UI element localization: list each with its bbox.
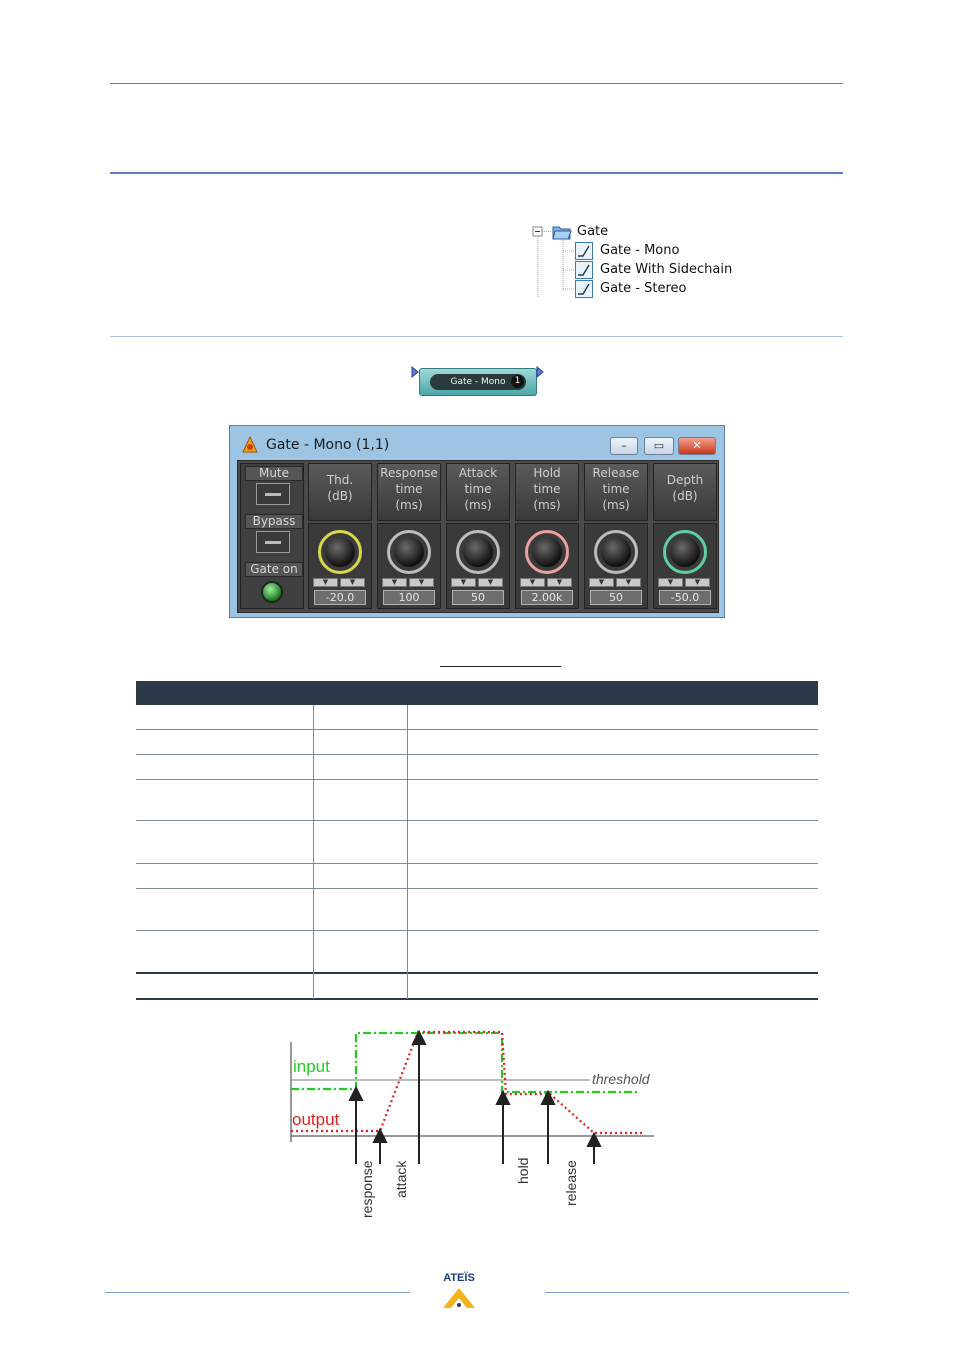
gate-on-label: Gate on xyxy=(245,562,303,577)
output-label: output xyxy=(292,1110,340,1129)
ateis-logo-icon xyxy=(443,1288,475,1308)
increment-arrow-icon[interactable]: ▼ xyxy=(685,578,710,587)
output-signal-line xyxy=(291,1030,644,1135)
input-pin-icon xyxy=(411,366,419,378)
app-logo-icon xyxy=(242,435,258,453)
gate-module-icon xyxy=(575,242,593,260)
table-row xyxy=(136,974,818,1000)
threshold-label: threshold xyxy=(592,1071,651,1087)
decrement-arrow-icon[interactable]: ▼ xyxy=(658,578,683,587)
input-label: input xyxy=(293,1057,330,1076)
decrement-arrow-icon[interactable]: ▼ xyxy=(313,578,338,587)
threshold-value[interactable]: -20.0 xyxy=(314,590,366,605)
param-label: Release time (ms) xyxy=(584,463,648,521)
component-tree: Gate Gate - Mono Gate With Sidechain Gat… xyxy=(530,222,733,302)
response-time-value[interactable]: 100 xyxy=(383,590,435,605)
table-row xyxy=(136,755,818,780)
release-time-knob[interactable] xyxy=(594,530,638,574)
table-row xyxy=(136,821,818,864)
hold-time-value[interactable]: 2.00k xyxy=(521,590,573,605)
bypass-button[interactable] xyxy=(256,531,290,553)
response-label: response xyxy=(359,1160,375,1218)
parameter-table-header xyxy=(136,681,818,705)
input-signal-line xyxy=(291,1031,640,1094)
table-row xyxy=(136,780,818,821)
param-label: Hold time (ms) xyxy=(515,463,579,521)
output-pin-icon xyxy=(536,366,544,378)
footer-logo-text: ATEÏS xyxy=(443,1272,475,1284)
tree-root-gate[interactable]: Gate xyxy=(577,224,609,239)
decrement-arrow-icon[interactable]: ▼ xyxy=(589,578,614,587)
header-rule-top xyxy=(110,83,843,84)
depth-value[interactable]: -50.0 xyxy=(659,590,711,605)
gate-module-icon xyxy=(575,280,593,298)
increment-arrow-icon[interactable]: ▼ xyxy=(478,578,503,587)
mute-button[interactable] xyxy=(256,483,290,505)
tree-item-gate-stereo[interactable]: Gate - Stereo xyxy=(600,281,687,296)
table-row xyxy=(136,730,818,755)
param-hold-time: Hold time (ms) ▼▼ 2.00k xyxy=(514,463,580,609)
caption-underline xyxy=(440,666,561,667)
param-depth: Depth (dB) ▼▼ -50.0 xyxy=(652,463,718,609)
tree-item-gate-sidechain[interactable]: Gate With Sidechain xyxy=(600,262,733,277)
attack-label: attack xyxy=(393,1160,409,1198)
release-label: release xyxy=(563,1160,579,1206)
release-time-value[interactable]: 50 xyxy=(590,590,642,605)
table-column-divider xyxy=(313,705,314,999)
mute-label: Mute xyxy=(245,466,303,481)
table-row xyxy=(136,864,818,889)
hold-label: hold xyxy=(515,1158,531,1184)
close-button[interactable]: ✕ xyxy=(678,437,716,455)
folder-icon xyxy=(552,226,572,240)
table-row xyxy=(136,889,818,931)
param-label: Thd. (dB) xyxy=(308,463,372,521)
switch-column: Mute Bypass Gate on xyxy=(240,463,304,609)
increment-arrow-icon[interactable]: ▼ xyxy=(409,578,434,587)
increment-arrow-icon[interactable]: ▼ xyxy=(547,578,572,587)
tree-lines xyxy=(532,226,574,298)
param-threshold: Thd. (dB) ▼▼ -20.0 xyxy=(307,463,373,609)
hold-time-knob[interactable] xyxy=(525,530,569,574)
block-label: Gate - Mono xyxy=(430,374,526,390)
attack-time-value[interactable]: 50 xyxy=(452,590,504,605)
table-row xyxy=(136,705,818,730)
param-label: Attack time (ms) xyxy=(446,463,510,521)
gate-module-icon xyxy=(575,261,593,279)
param-label: Response time (ms) xyxy=(377,463,441,521)
bypass-label: Bypass xyxy=(245,514,303,529)
param-response-time: Response time (ms) ▼▼ 100 xyxy=(376,463,442,609)
maximize-button[interactable]: ▭ xyxy=(644,437,674,455)
table-row xyxy=(136,931,818,974)
attack-time-knob[interactable] xyxy=(456,530,500,574)
gate-timing-diagram: input output threshold response attack h… xyxy=(290,1029,654,1218)
section-rule xyxy=(110,336,843,337)
tree-item-gate-mono[interactable]: Gate - Mono xyxy=(600,243,680,258)
window-title: Gate - Mono (1,1) xyxy=(266,437,390,453)
footer-rule-right xyxy=(545,1292,849,1293)
decrement-arrow-icon[interactable]: ▼ xyxy=(520,578,545,587)
decrement-arrow-icon[interactable]: ▼ xyxy=(451,578,476,587)
param-label: Depth (dB) xyxy=(653,463,717,521)
minimize-button[interactable]: – xyxy=(610,437,638,455)
table-column-divider xyxy=(407,705,408,999)
param-attack-time: Attack time (ms) ▼▼ 50 xyxy=(445,463,511,609)
block-badge: 1 xyxy=(511,375,524,388)
threshold-knob[interactable] xyxy=(318,530,362,574)
header-rule-section xyxy=(110,172,843,174)
control-panel: Mute Bypass Gate on Thd. (dB) ▼▼ -20.0 R… xyxy=(237,460,719,613)
gate-mono-block[interactable]: Gate - Mono 1 xyxy=(419,368,537,396)
footer-rule-left xyxy=(105,1292,410,1293)
increment-arrow-icon[interactable]: ▼ xyxy=(616,578,641,587)
gate-on-led-icon xyxy=(261,581,283,603)
depth-knob[interactable] xyxy=(663,530,707,574)
increment-arrow-icon[interactable]: ▼ xyxy=(340,578,365,587)
gate-mono-window: Gate - Mono (1,1) – ▭ ✕ Mute Bypass Gate… xyxy=(229,425,725,618)
param-release-time: Release time (ms) ▼▼ 50 xyxy=(583,463,649,609)
decrement-arrow-icon[interactable]: ▼ xyxy=(382,578,407,587)
response-time-knob[interactable] xyxy=(387,530,431,574)
